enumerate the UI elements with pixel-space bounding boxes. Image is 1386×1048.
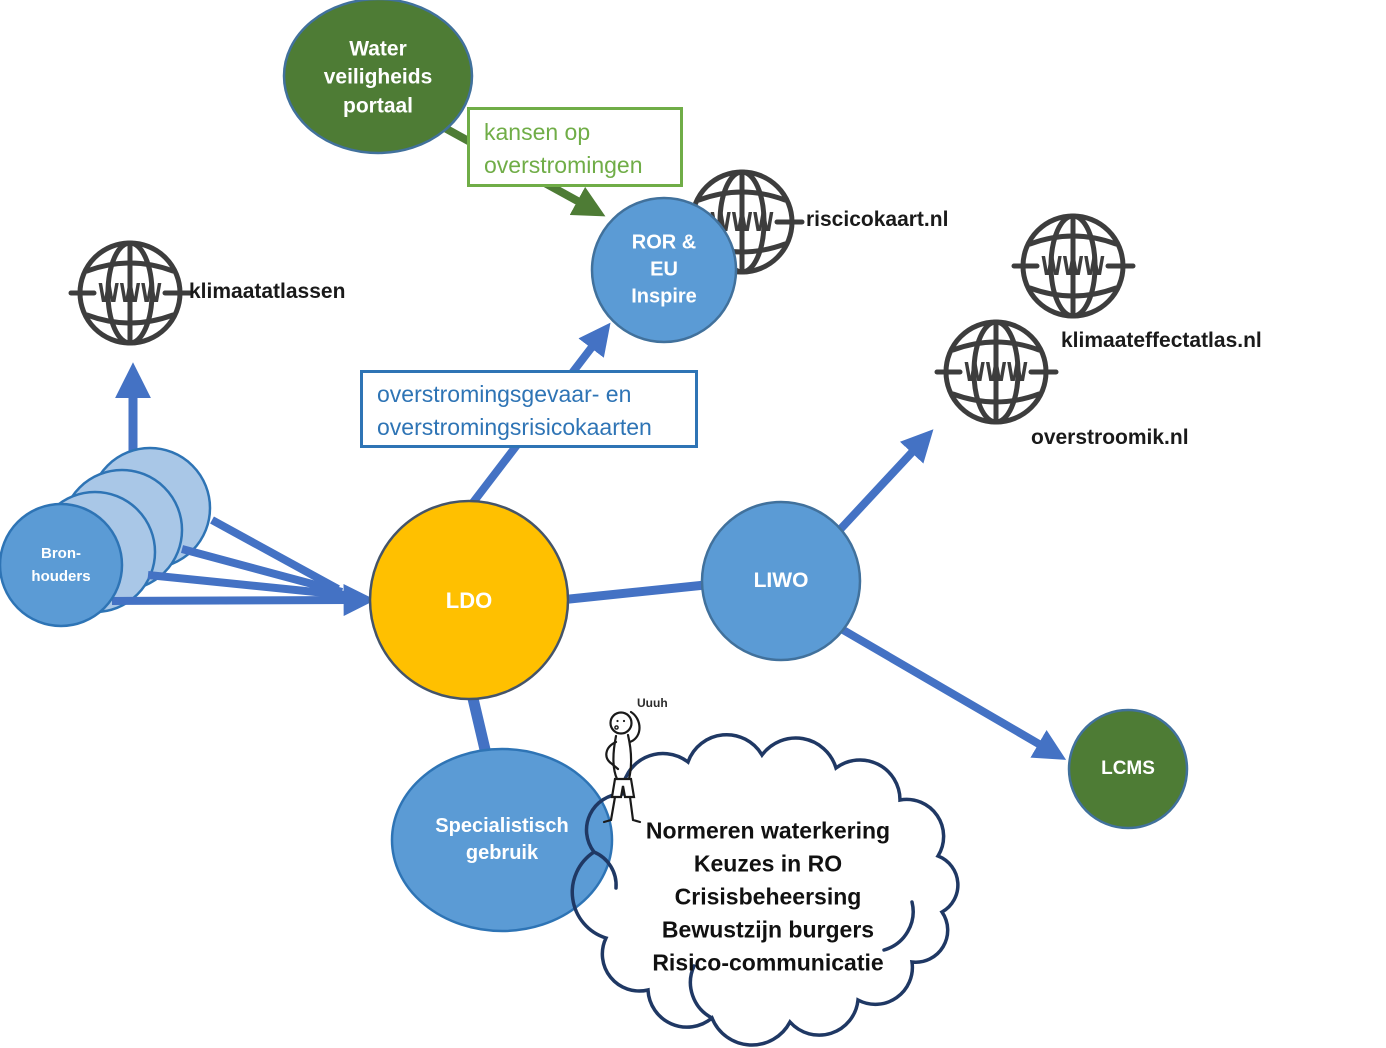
overstromingsgevaar-box: overstromingsgevaar- en overstromingsris… [360, 370, 698, 448]
globe-icon-klimaateffectatlas [1014, 216, 1133, 316]
arrow-bronhouders-to-ldo [111, 584, 376, 617]
specialistisch-node [390, 747, 614, 933]
ror-node [590, 196, 738, 344]
cloud-inner-curl-right [882, 900, 915, 952]
kansen-op-overstromingen-box: kansen op overstromingen [467, 107, 683, 187]
cloud-shape [570, 733, 960, 1047]
cloud-inner-curl-left [592, 850, 618, 890]
ldo-node [368, 499, 570, 701]
stick-figure-leg-left [602, 795, 617, 824]
stick-figure-arm-akimbo [605, 740, 620, 771]
liwo-label: LIWO [753, 568, 809, 592]
stick-figure-arm-scratching [628, 710, 641, 744]
riscicokaart-label: riscicokaart.nl [806, 208, 949, 231]
line-ldo-to-specialistisch [465, 688, 493, 760]
lcms-label: LCMS [1101, 758, 1155, 780]
globe-icon-overstroomik [937, 322, 1056, 422]
ror-label: ROR & EU Inspire [631, 231, 697, 308]
liwo-node [700, 500, 862, 662]
stick-figure-torso-right [626, 733, 633, 781]
line-ldo-to-liwo [559, 579, 716, 605]
ldo-label: LDO [445, 588, 493, 614]
cloud-outline [570, 733, 960, 1047]
klimaateffectatlas-label: klimaateffectatlas.nl [1061, 329, 1262, 352]
cloud-topics-text: Normeren waterkering Keuzes in RO Crisis… [645, 817, 891, 976]
klimaatatlassen-label: klimaatatlassen [189, 280, 346, 303]
cloud-inner-curl-bottom [688, 964, 714, 1020]
stick-figure-torso-left [612, 734, 619, 781]
bronhouders-node [0, 502, 124, 628]
line-bronhouders-ldo-1 [210, 516, 340, 593]
stick-figure-shorts [610, 777, 636, 799]
uuuh-text: Uuuh [637, 696, 668, 710]
stick-figure-eye-left [616, 719, 619, 723]
line-bronhouders-ldo-2 [180, 545, 344, 596]
stick-figure-eye-right [622, 719, 626, 723]
specialistisch-label: Specialistisch gebruik [435, 815, 569, 864]
stick-figure-leg-right [628, 795, 642, 824]
line-bronhouders-ldo-3 [147, 571, 346, 599]
lcms-node [1067, 708, 1189, 830]
arrow-liwo-to-lcms [835, 623, 1067, 760]
water-portal-node [282, 0, 474, 155]
overstroomik-label: overstroomik.nl [1031, 426, 1189, 449]
water-portal-label: Water veiligheids portaal [323, 37, 433, 118]
stick-figure-head [609, 711, 633, 735]
arrow-liwo-to-overstroomik [832, 429, 934, 538]
stick-figure-mouth [614, 725, 619, 730]
globe-icon-klimaatatlassen [71, 243, 190, 343]
stick-figure [602, 710, 642, 824]
bronhouders-label: Bron- houders [31, 544, 91, 585]
